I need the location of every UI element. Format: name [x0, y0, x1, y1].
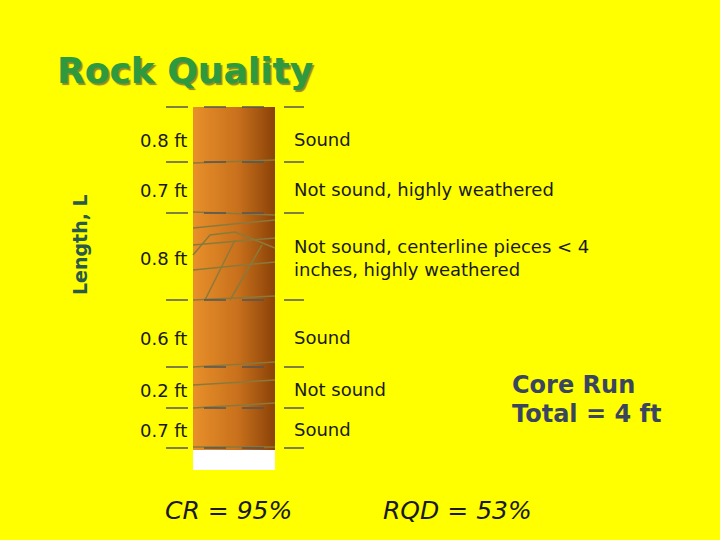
segment-description: Not sound, highly weathered [294, 179, 674, 202]
core-loss [193, 450, 275, 470]
segment-length: 0.8 ft [140, 130, 187, 151]
segment-description: Sound [294, 129, 674, 152]
core-column [193, 107, 275, 450]
segment-length: 0.7 ft [140, 180, 187, 201]
segment-length: 0.8 ft [140, 248, 187, 269]
segment-description: Sound [294, 419, 484, 442]
core-run-total: Core Run Total = 4 ft [512, 371, 682, 429]
segment-description: Not sound [294, 379, 484, 402]
segment-length: 0.2 ft [140, 380, 187, 401]
result-value: CR = 95% [165, 496, 292, 525]
diagram-title: Rock Quality [57, 50, 313, 91]
segment-length: 0.7 ft [140, 420, 187, 441]
segment-description: Not sound, centerline pieces < 4 inches,… [294, 236, 654, 281]
segment-length: 0.6 ft [140, 328, 187, 349]
segment-description: Sound [294, 327, 674, 350]
fracture-lines [193, 160, 275, 447]
result-value: RQD = 53% [383, 496, 532, 525]
axis-label: Length, L [69, 195, 91, 296]
